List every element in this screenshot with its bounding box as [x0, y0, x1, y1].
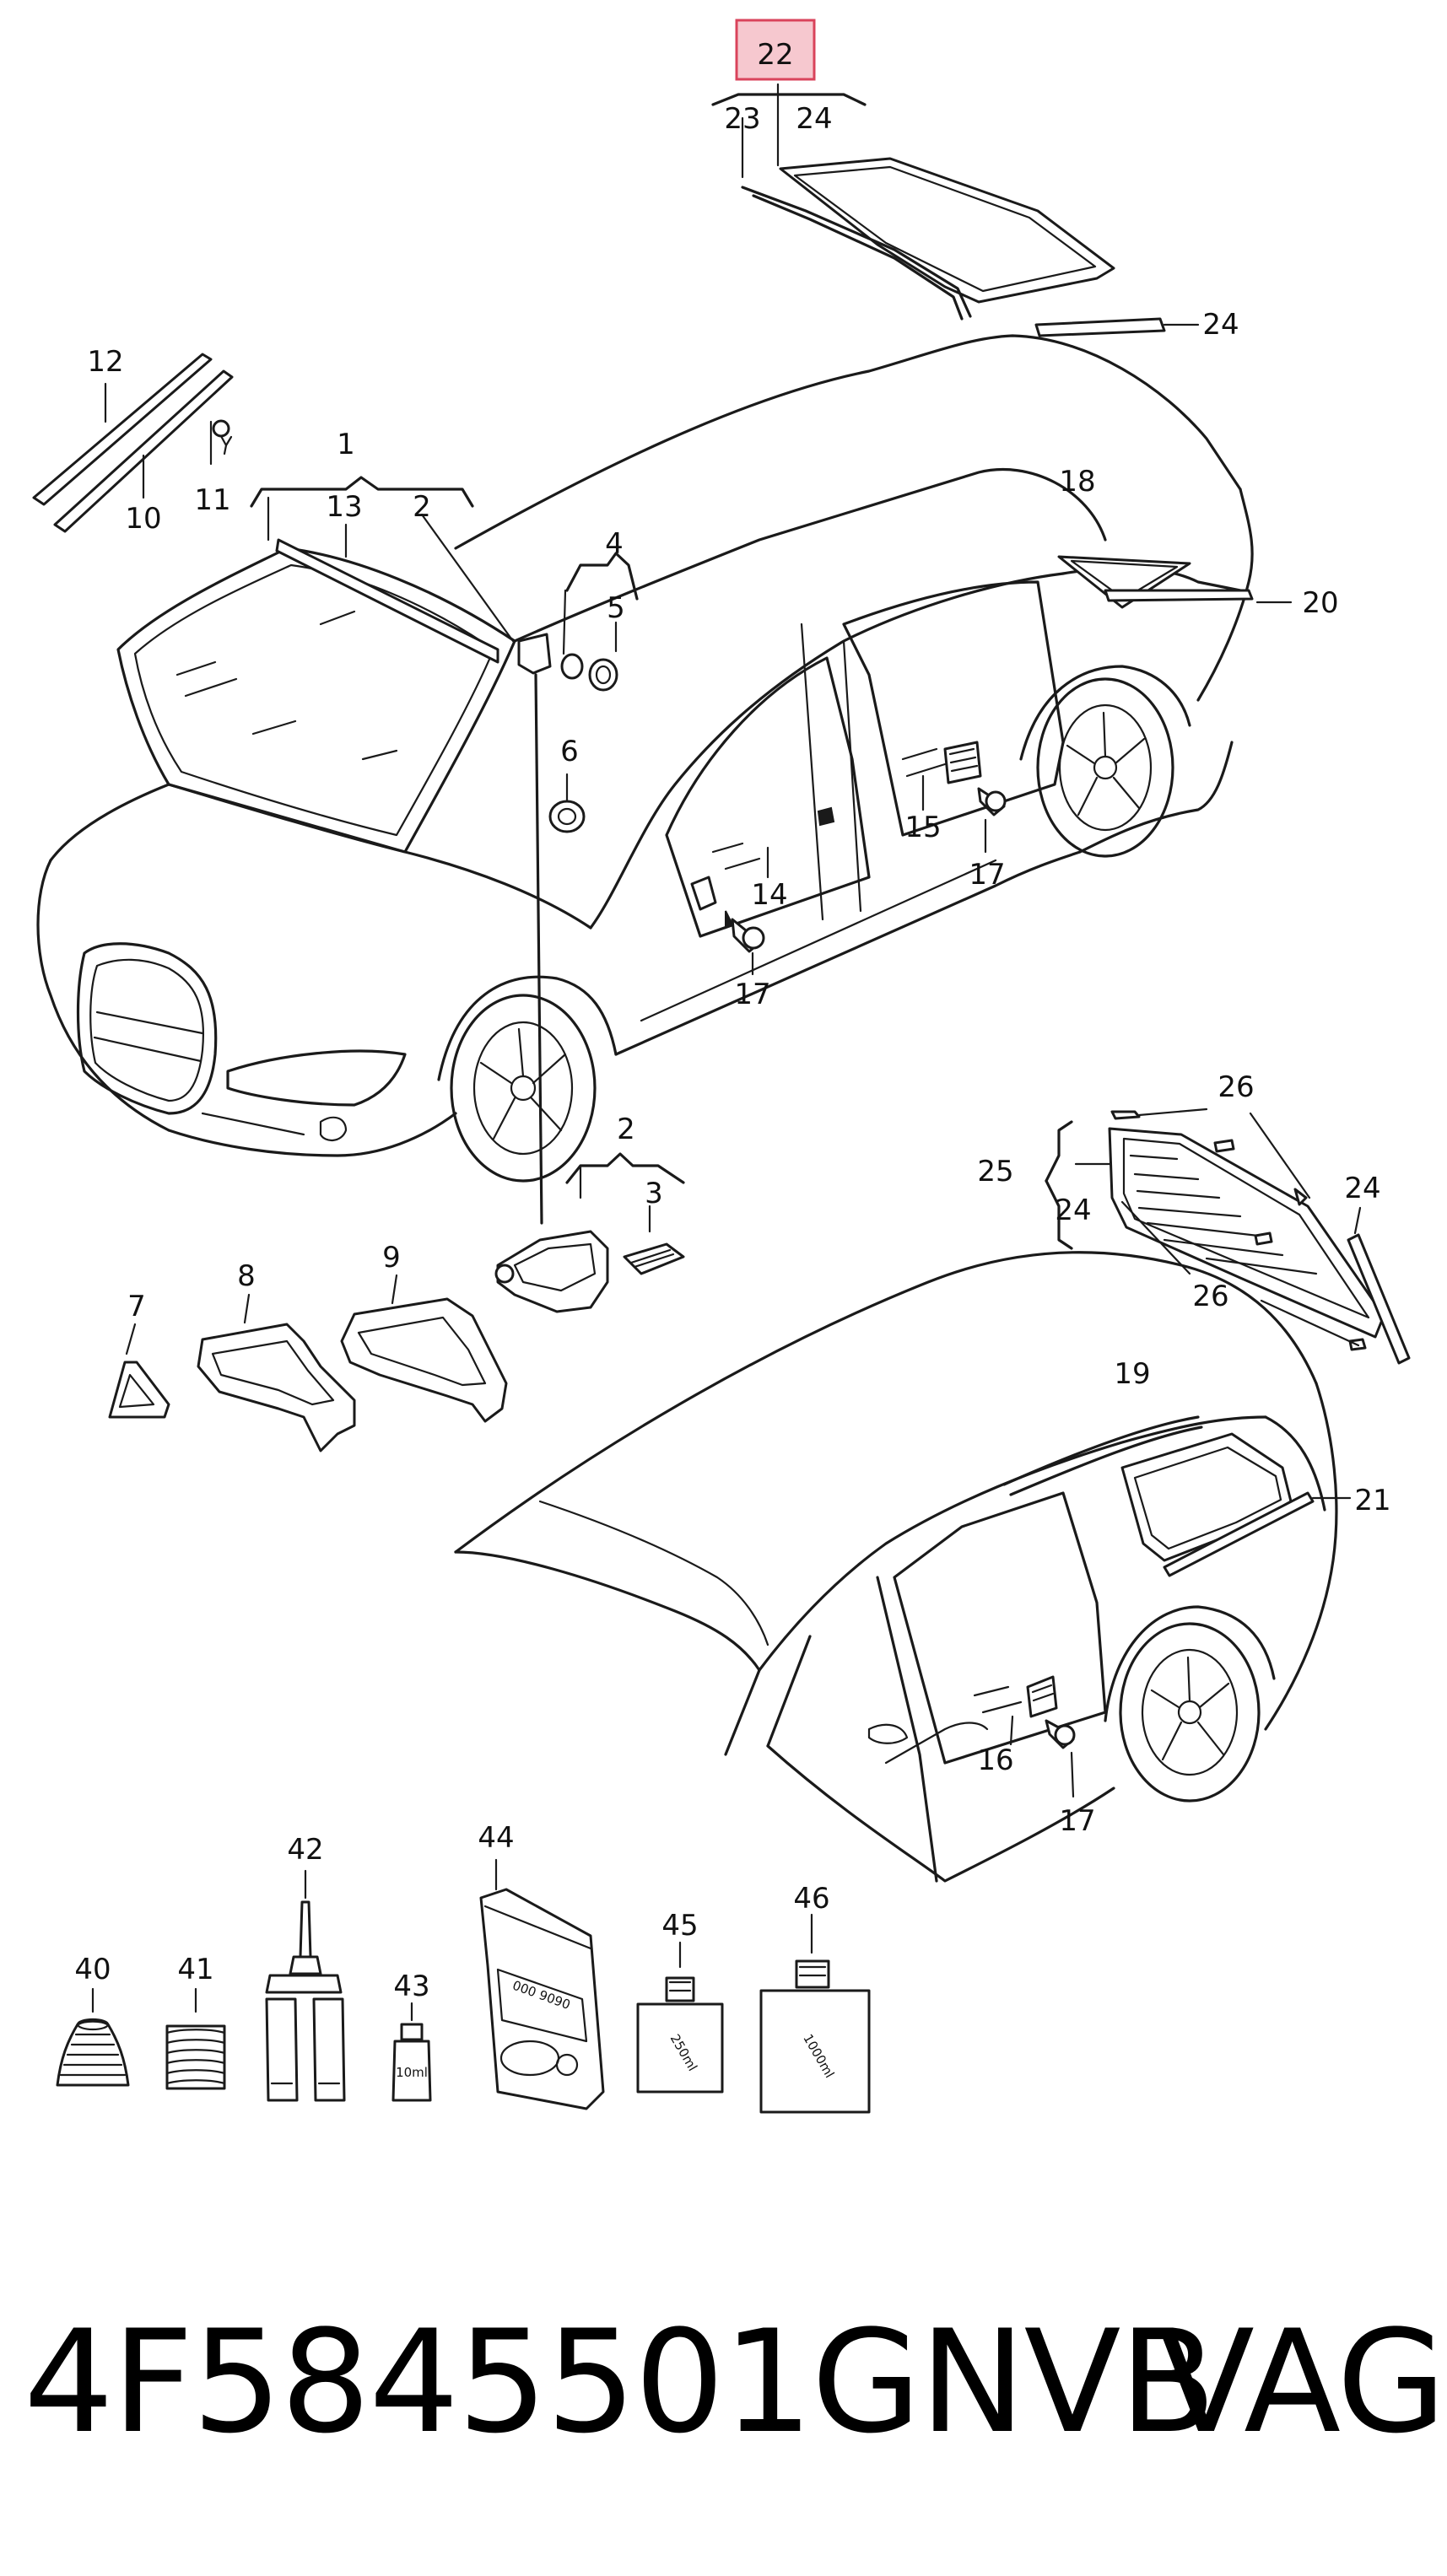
consumable-44-pouch	[479, 1858, 605, 2110]
callout-1: 1	[337, 428, 355, 461]
callout-23: 23	[724, 102, 760, 136]
callout-17-sedan-rear: 17	[969, 858, 1005, 892]
callout-8: 8	[237, 1259, 256, 1293]
callout-41: 41	[177, 1953, 213, 1986]
callout-26-top: 26	[1218, 1070, 1254, 1104]
consumable-43-vial	[391, 2002, 432, 2102]
footer: 4F5845501GNVB VAG	[0, 2311, 1447, 2514]
consumable-42-dual-cartridge	[265, 1869, 346, 2102]
callout-20: 20	[1302, 586, 1338, 620]
mirror-mount-parts	[420, 513, 639, 1225]
callout-44: 44	[478, 1821, 514, 1855]
callout-21: 21	[1354, 1484, 1390, 1517]
windshield-trim-parts	[32, 353, 499, 664]
callout-46: 46	[793, 1882, 829, 1916]
callout-3: 3	[645, 1177, 663, 1210]
callout-15: 15	[904, 811, 941, 844]
callout-16: 16	[977, 1743, 1013, 1777]
label-vial-43: 10ml	[396, 2065, 428, 2080]
callout-11: 11	[194, 483, 230, 517]
brand-name: VAG	[1158, 2299, 1446, 2465]
consumable-46-bottle-large	[759, 1913, 871, 2114]
callout-22: 22	[757, 38, 793, 72]
roof-glass-assembly	[711, 83, 1200, 337]
callout-42: 42	[287, 1833, 323, 1867]
callout-4: 4	[605, 527, 624, 561]
callout-14: 14	[751, 878, 787, 912]
door-trim-parts	[690, 741, 1007, 976]
callout-17-sedan-front: 17	[734, 978, 770, 1011]
callout-24-roof: 24	[1202, 308, 1239, 342]
callout-7: 7	[127, 1290, 146, 1323]
callout-5: 5	[607, 591, 625, 625]
consumable-41-spring-coil	[165, 1987, 226, 2090]
callout-43: 43	[393, 1970, 429, 2003]
callout-2-top: 2	[413, 490, 431, 524]
callout-24-kit: 24	[1055, 1194, 1091, 1227]
callout-10: 10	[125, 502, 161, 536]
callout-12: 12	[87, 345, 123, 379]
callout-25: 25	[977, 1155, 1013, 1188]
rear-glass-kit	[1045, 1107, 1411, 1365]
callout-19: 19	[1114, 1357, 1150, 1391]
consumable-40-cord-roll	[56, 1987, 130, 2087]
mirror-trim-covers	[108, 1152, 685, 1452]
callout-13: 13	[326, 490, 362, 524]
callout-24-top: 24	[796, 102, 832, 136]
callout-17-wagon: 17	[1059, 1804, 1095, 1838]
callout-2-bottom: 2	[617, 1113, 635, 1146]
part-number: 4F5845501GNVB	[24, 2299, 1217, 2465]
callout-6: 6	[560, 735, 579, 768]
callout-45: 45	[661, 1909, 698, 1943]
callout-24-rear-strip: 24	[1344, 1172, 1380, 1205]
callout-9: 9	[382, 1241, 401, 1275]
consumable-45-bottle-small	[636, 1941, 724, 2094]
callout-26-bottom: 26	[1192, 1280, 1228, 1313]
callout-18: 18	[1059, 465, 1095, 498]
sedan-car-body	[36, 334, 1293, 1183]
wagon-car-body	[454, 1251, 1352, 1883]
highlight-box-22	[735, 19, 816, 81]
callout-40: 40	[74, 1953, 111, 1986]
